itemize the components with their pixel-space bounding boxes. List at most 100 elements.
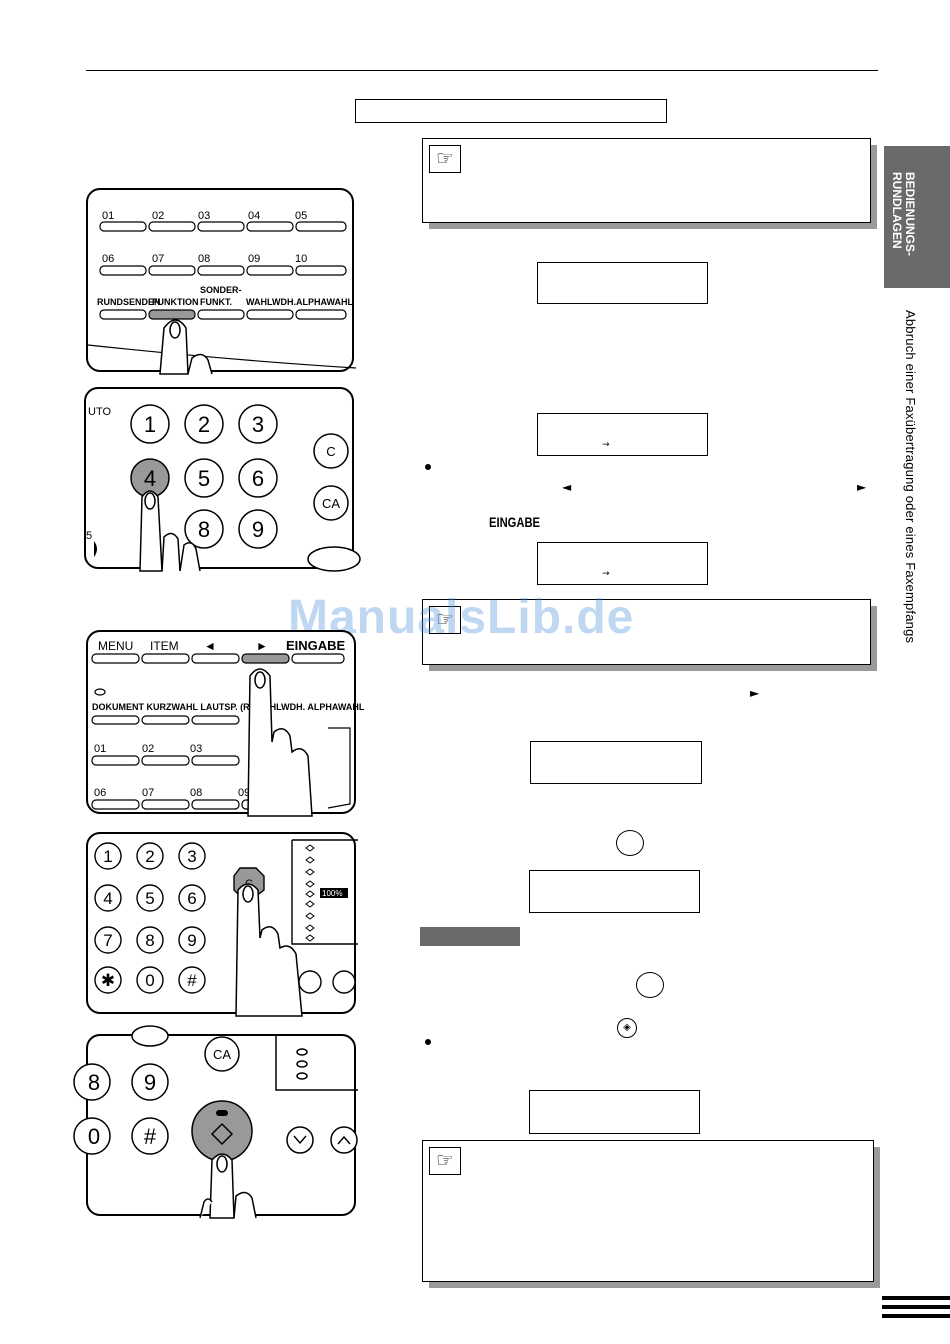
keypad-key-3 [178, 842, 206, 870]
function-label: WAHLWDH. [246, 297, 296, 307]
function-label: FUNKT. [200, 297, 232, 307]
function-key [191, 715, 240, 725]
function-key [91, 715, 140, 725]
key-digit: 8 [145, 931, 154, 950]
item-key [141, 653, 190, 664]
keypad-key-0 [136, 966, 164, 994]
panel-bevel [327, 727, 351, 809]
function-key [99, 309, 147, 320]
lcd-display-5 [529, 870, 700, 913]
pointing-hand-icon: ☞ [429, 1147, 461, 1175]
left-arrow-label: ◄ [204, 639, 216, 653]
keypad-key-8 [73, 1063, 111, 1101]
sonder-label: SONDER- [200, 285, 242, 295]
function-label: FUNKTION [152, 297, 199, 307]
scroll-down-key [286, 1126, 314, 1154]
one-touch-key [191, 799, 240, 810]
level-indicator-diamonds [305, 844, 315, 942]
chevron-up-icon [337, 1135, 351, 1145]
key-label: 06 [94, 787, 106, 799]
indicator-lamp [296, 1060, 308, 1068]
key-digit: 6 [252, 466, 264, 491]
keypad-key-9 [131, 1063, 169, 1101]
key-label: 06 [102, 253, 114, 265]
level-badge: 100% [322, 889, 342, 898]
eingabe-key [291, 653, 345, 664]
scroll-up-key [332, 970, 356, 994]
key-label: 07 [152, 253, 164, 265]
panel-edge-line [87, 344, 357, 369]
function-key [246, 309, 294, 320]
key-top-partial [131, 1025, 169, 1047]
illustration-keypad-4: UTO 5 1 2 3 4 5 6 8 9 C CA [84, 387, 361, 572]
illustration-menu-panel: MENU ITEM ◄ ► EINGABE DOKUMENT KURZWAH [86, 630, 365, 817]
header-rule [86, 70, 878, 71]
panel-edge-mark [94, 541, 97, 557]
function-key [295, 309, 347, 320]
one-touch-key [141, 799, 190, 810]
right-arrow-icon: ► [857, 480, 867, 494]
key-label: 08 [198, 253, 210, 265]
keypad-key-9 [178, 926, 206, 954]
key-digit: 0 [88, 1124, 100, 1149]
key-digit: # [187, 971, 197, 990]
chevron-down-icon [293, 1135, 307, 1145]
keypad-key-2 [136, 842, 164, 870]
keypad-key-1 [130, 404, 170, 444]
key-label: 09 [248, 253, 260, 265]
one-touch-key [197, 265, 245, 276]
lcd-arrow: → [602, 569, 610, 579]
one-touch-key [91, 799, 140, 810]
right-arrow-label: ► [256, 639, 268, 653]
key-symbol-icon [616, 830, 644, 856]
edge-label: 5 [86, 530, 92, 542]
one-touch-key [295, 221, 347, 232]
illustration-keypad-c: 1 2 3 4 5 6 7 8 9 ✱ 0 # C 100% [86, 832, 358, 1017]
level-badge-bg [320, 888, 348, 898]
menu-label: MENU [98, 639, 133, 653]
function-key [141, 715, 190, 725]
start-key-lamp [216, 1110, 228, 1116]
key-label: 02 [152, 210, 164, 222]
key-digit: 2 [145, 847, 154, 866]
left-key [191, 653, 240, 664]
right-arrow-icon: ► [750, 686, 760, 700]
keypad-key-7 [94, 926, 122, 954]
c-key [313, 433, 349, 469]
key-digit: 3 [187, 847, 196, 866]
key-label: 03 [198, 210, 210, 222]
eingabe-key-label: EINGABE [489, 514, 541, 530]
function-key [197, 309, 245, 320]
key-digit: 8 [198, 517, 210, 542]
key-digit: 0 [145, 971, 154, 990]
illustration-start-key: CA 8 9 0 # [73, 1025, 358, 1219]
keypad-key-9 [238, 509, 278, 549]
section-tab[interactable]: BEDIENUNGS- RUNDLAGEN [884, 146, 950, 288]
bullet [425, 1039, 431, 1045]
section-tab-label: BEDIENUNGS- RUNDLAGEN [890, 172, 917, 257]
key-label: 09 [238, 787, 250, 799]
key-label: 04 [248, 210, 260, 222]
one-touch-key [99, 221, 147, 232]
lcd-display-1 [537, 262, 708, 304]
pressing-finger-icon [159, 319, 213, 375]
note-box-3: ☞ [422, 1140, 880, 1288]
edge-label: UTO [88, 406, 111, 418]
key-digit: 9 [187, 931, 196, 950]
ca-key [313, 485, 349, 521]
one-touch-key [295, 265, 347, 276]
pressing-finger-icon [199, 1153, 257, 1219]
indicator-lamp [94, 688, 106, 696]
eingabe-label: EINGABE [286, 638, 346, 653]
pressing-hand-icon [247, 668, 313, 817]
start-key-symbol [210, 1122, 234, 1146]
note-box-2: ☞ [422, 599, 877, 671]
page-bar [882, 1314, 950, 1318]
key-label: 07 [142, 787, 154, 799]
panel-key [307, 546, 361, 572]
keypad-key-8 [136, 926, 164, 954]
key-digit: 4 [103, 889, 112, 908]
function-key-highlighted [148, 309, 196, 320]
key-label: 05 [295, 210, 307, 222]
key-digit: 6 [187, 889, 196, 908]
